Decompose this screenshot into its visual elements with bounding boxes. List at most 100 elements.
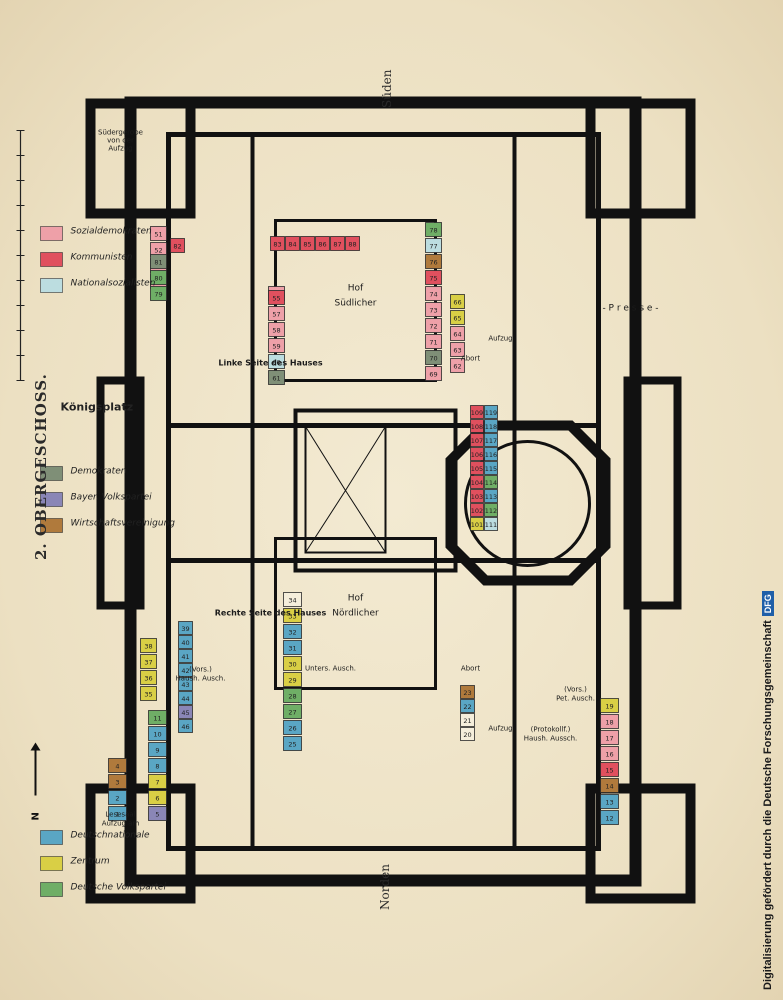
room-grid: 1234567891011121314151617181920212223252… xyxy=(107,221,619,825)
room-number-29: 29 xyxy=(288,676,296,684)
legend-label-2: Deutsche Volkspartei xyxy=(70,882,166,892)
legend-label-1: Zentrum xyxy=(69,856,109,866)
room-number-75: 75 xyxy=(429,274,437,282)
abort-north: Abort xyxy=(460,664,479,672)
room-number-45: 45 xyxy=(181,709,189,717)
room-number-82: 82 xyxy=(173,242,181,250)
pet-ausch-1: Pet. Ausch. xyxy=(556,694,595,702)
legend-label-6: Sozialdemokraten xyxy=(70,226,151,236)
credit-line: Digitalisierung gefördert durch die Deut… xyxy=(762,0,780,990)
room-number-42: 42 xyxy=(181,667,189,675)
pet-ausch-2: (Vors.) xyxy=(564,685,587,693)
room-number-17: 17 xyxy=(605,734,613,742)
room-number-21: 21 xyxy=(463,717,471,725)
room-number-13: 13 xyxy=(605,798,613,806)
plenary-hall xyxy=(293,408,457,572)
room-number-86: 86 xyxy=(318,240,326,248)
room-number-104: 104 xyxy=(470,479,482,487)
interior-structures xyxy=(273,218,610,690)
legend-swatch-1 xyxy=(39,855,63,871)
room-number-4: 4 xyxy=(115,762,119,770)
roof-line-4 xyxy=(344,425,386,491)
room-number-105: 105 xyxy=(470,465,482,473)
room-number-102: 102 xyxy=(470,507,482,515)
aufzug-sued-3: Südergerobe xyxy=(98,128,143,136)
room-number-65: 65 xyxy=(453,314,461,322)
compass-arrowhead xyxy=(30,742,40,750)
room-number-35: 35 xyxy=(144,690,152,698)
room-number-15: 15 xyxy=(605,766,613,774)
aufzug-label-south: Aufzug xyxy=(488,334,512,342)
room-number-46: 46 xyxy=(181,723,189,731)
room-number-26: 26 xyxy=(288,724,296,732)
aufzug-lesesaal-1: Aufzug am xyxy=(101,819,139,827)
room-number-64: 64 xyxy=(453,330,461,338)
abort-south: Abort xyxy=(460,354,479,362)
south-courtyard-label-1: Südlicher xyxy=(334,298,376,308)
room-number-84: 84 xyxy=(288,240,296,248)
room-number-80: 80 xyxy=(154,274,162,282)
page-title: 2. OBERGESCHOSS. xyxy=(32,373,50,560)
inner-wall xyxy=(165,131,601,851)
room-number-85: 85 xyxy=(303,240,311,248)
room-number-10: 10 xyxy=(153,730,161,738)
room-number-63: 63 xyxy=(453,346,461,354)
room-number-101: 101 xyxy=(470,521,482,529)
legend-label-7: Kommunisten xyxy=(70,252,132,262)
room-number-3: 3 xyxy=(115,778,119,786)
north-courtyard xyxy=(273,536,437,690)
room-number-5: 5 xyxy=(155,810,159,818)
room-number-72: 72 xyxy=(429,322,437,330)
outer-wall xyxy=(124,96,641,886)
room-number-73: 73 xyxy=(429,306,437,314)
room-number-66: 66 xyxy=(453,298,461,306)
room-number-118: 118 xyxy=(484,423,496,431)
haush-ausch-prot-1: Haush. Aussch. xyxy=(523,734,577,742)
room-number-71: 71 xyxy=(429,338,437,346)
direction-south: Süden xyxy=(380,69,394,108)
right-side-label: Rechte Seite des Hauses xyxy=(214,608,326,617)
west-portico xyxy=(623,376,681,609)
room-number-114: 114 xyxy=(484,479,496,487)
legend-label-8: Nationalsozialisten xyxy=(70,278,155,288)
credit-text: Digitalisierung gefördert durch die Deut… xyxy=(762,620,774,990)
room-number-76: 76 xyxy=(429,258,437,266)
compass-letter: N xyxy=(30,812,41,820)
room-number-103: 103 xyxy=(470,493,482,501)
dfg-logo: DFG xyxy=(762,591,774,617)
room-number-69: 69 xyxy=(429,370,437,378)
corner-tower-3 xyxy=(585,98,695,218)
scale-bar xyxy=(16,129,24,381)
room-number-62: 62 xyxy=(453,362,461,370)
room-number-107: 107 xyxy=(470,437,482,445)
room-number-36: 36 xyxy=(144,674,152,682)
roof-line-1 xyxy=(304,489,346,553)
room-number-28: 28 xyxy=(288,692,296,700)
room-number-25: 25 xyxy=(288,740,296,748)
room-number-83: 83 xyxy=(273,240,281,248)
roof-line-2 xyxy=(304,425,346,491)
aufzug-label-north: Aufzug xyxy=(488,724,512,732)
room-number-16: 16 xyxy=(605,750,613,758)
room-number-20: 20 xyxy=(463,731,471,739)
room-number-115: 115 xyxy=(484,465,496,473)
room-number-38: 38 xyxy=(144,642,152,650)
room-number-55: 55 xyxy=(272,294,280,302)
room-number-111: 111 xyxy=(484,521,496,529)
south-courtyard-label-2: Hof xyxy=(347,283,363,293)
room-number-108: 108 xyxy=(470,423,482,431)
room-number-34: 34 xyxy=(288,596,296,604)
room-number-11: 11 xyxy=(153,714,161,722)
room-number-61: 61 xyxy=(272,374,280,382)
room-number-40: 40 xyxy=(181,639,189,647)
room-number-57: 57 xyxy=(272,310,280,318)
room-number-113: 113 xyxy=(484,493,496,501)
room-number-74: 74 xyxy=(429,290,437,298)
corner-tower-2 xyxy=(585,783,695,903)
room-number-70: 70 xyxy=(429,354,437,362)
dome-circle xyxy=(463,439,591,567)
unters-ausch: Unters. Ausch. xyxy=(305,664,356,672)
